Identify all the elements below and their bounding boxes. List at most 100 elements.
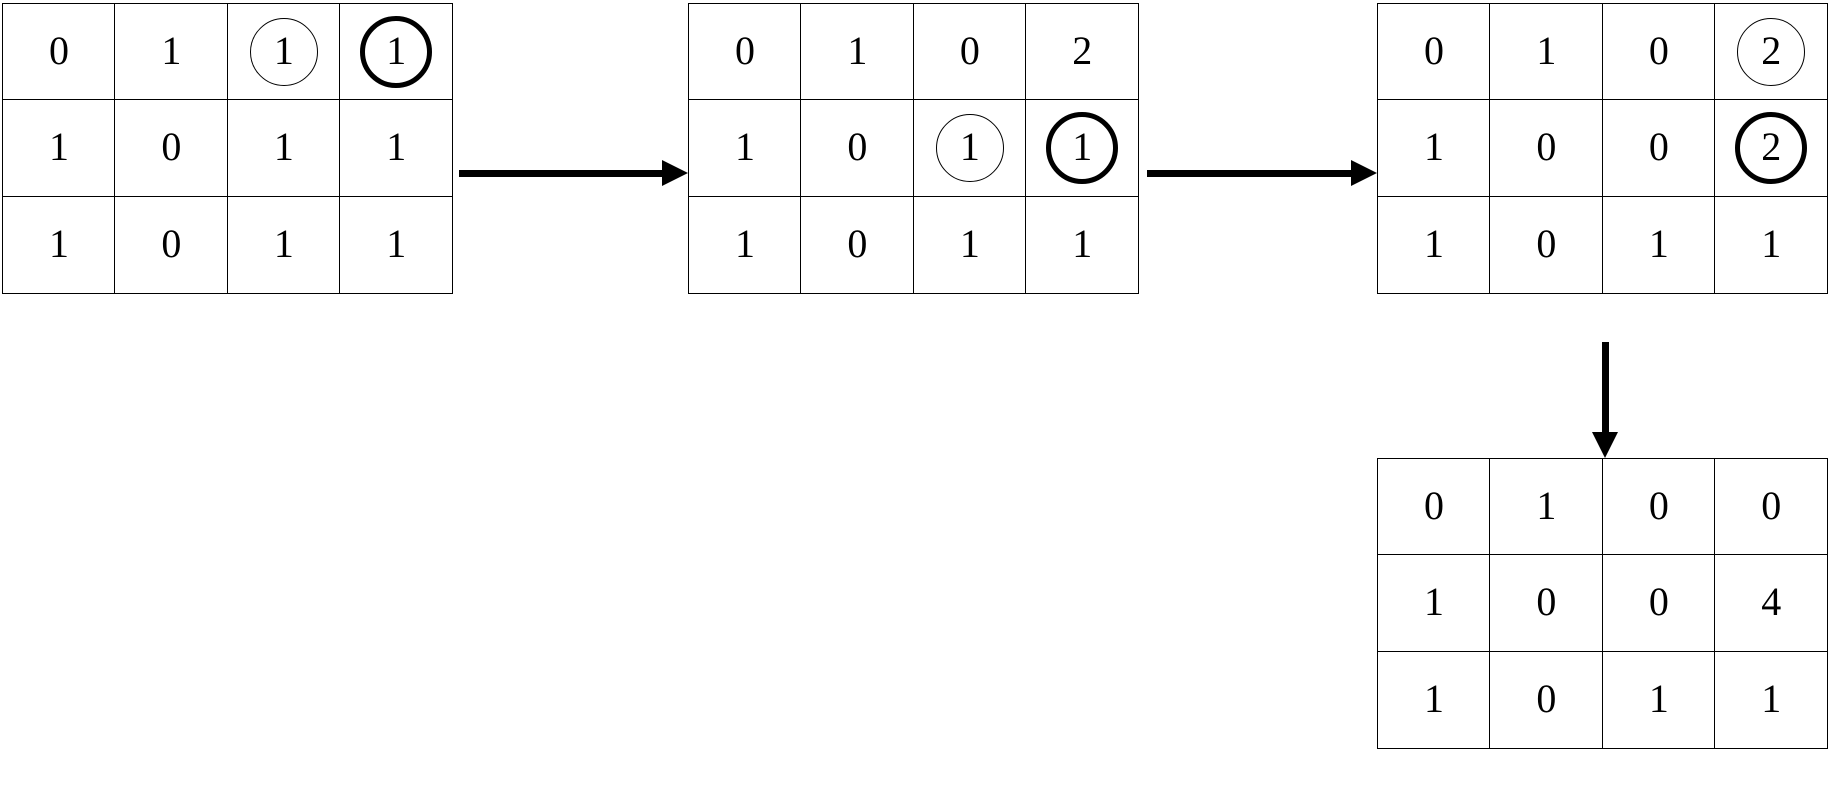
matrix-cell[interactable]: 1 — [1025, 99, 1140, 198]
matrix-cell[interactable]: 2 — [1714, 99, 1829, 198]
matrix-cell[interactable]: 0 — [1601, 99, 1716, 198]
matrix-row: 1 0 1 1 — [1377, 195, 1829, 294]
matrix-cell[interactable]: 1 — [226, 195, 341, 294]
matrix-cell[interactable]: 0 — [1377, 458, 1491, 556]
cell-value: 0 — [161, 124, 182, 170]
cell-value: 0 — [847, 220, 868, 266]
cell-value: 1 — [161, 28, 182, 73]
cell-value: 1 — [386, 124, 407, 170]
matrix-cell[interactable]: 4 — [1714, 554, 1829, 653]
matrix-cell[interactable]: 1 — [2, 195, 116, 294]
cell-value: 1 — [386, 220, 407, 266]
matrix-cell[interactable]: 1 — [1489, 3, 1604, 101]
cell-value: 1 — [1648, 220, 1669, 266]
arrow-head-icon — [1351, 160, 1377, 186]
bold-circle-highlight-icon — [360, 16, 433, 88]
matrix-cell[interactable]: 1 — [912, 195, 1027, 294]
cell-value: 1 — [273, 28, 294, 73]
matrix-row: 1 0 1 1 — [2, 99, 454, 198]
matrix-cell[interactable]: 0 — [1489, 195, 1604, 294]
matrix-cell[interactable]: 0 — [1601, 554, 1716, 653]
matrix-cell[interactable]: 1 — [912, 99, 1027, 198]
cell-value: 1 — [1072, 124, 1093, 170]
cell-value: 0 — [1424, 28, 1444, 73]
thin-circle-highlight-icon — [249, 18, 318, 86]
matrix-cell[interactable]: 0 — [2, 3, 116, 101]
matrix-cell[interactable]: 1 — [339, 195, 454, 294]
cell-value: 1 — [959, 124, 980, 170]
cell-value: 1 — [273, 124, 294, 170]
matrix-cell[interactable]: 1 — [339, 3, 454, 101]
matrix-cell[interactable]: 1 — [688, 195, 802, 294]
cell-value: 1 — [1424, 220, 1444, 266]
arrow-head-icon — [662, 160, 688, 186]
cell-value: 0 — [1648, 579, 1669, 625]
cell-value: 2 — [1761, 28, 1782, 73]
matrix-cell[interactable]: 1 — [1601, 650, 1716, 749]
cell-value: 1 — [735, 124, 755, 170]
matrix-row: 0 1 0 2 — [1377, 3, 1829, 101]
matrix-cell[interactable]: 1 — [226, 99, 341, 198]
cell-value: 1 — [1424, 124, 1444, 170]
cell-value: 1 — [1536, 483, 1557, 528]
matrix-cell[interactable]: 1 — [1714, 195, 1829, 294]
matrix-cell[interactable]: 1 — [1377, 99, 1491, 198]
cell-value: 1 — [1536, 28, 1557, 73]
cell-value: 0 — [847, 124, 868, 170]
matrix-cell[interactable]: 1 — [688, 99, 802, 198]
matrix-cell[interactable]: 1 — [114, 3, 229, 101]
matrix-cell[interactable]: 0 — [1601, 458, 1716, 556]
cell-value: 1 — [273, 220, 294, 266]
matrix-cell[interactable]: 1 — [339, 99, 454, 198]
matrix-cell[interactable]: 0 — [800, 195, 915, 294]
matrix-cell[interactable]: 0 — [1489, 99, 1604, 198]
matrix-cell[interactable]: 0 — [800, 99, 915, 198]
matrix-row: 1 0 1 1 — [688, 99, 1140, 198]
matrix-cell[interactable]: 1 — [1601, 195, 1716, 294]
matrix-cell[interactable]: 1 — [226, 3, 341, 101]
matrix-cell[interactable]: 0 — [912, 3, 1027, 101]
arrow-grid2-to-grid3 — [1147, 160, 1377, 186]
matrix-cell[interactable]: 2 — [1025, 3, 1140, 101]
cell-value: 0 — [959, 28, 980, 73]
matrix-cell[interactable]: 0 — [1601, 3, 1716, 101]
cell-value: 1 — [49, 124, 69, 170]
cell-value: 1 — [847, 28, 868, 73]
matrix-cell[interactable]: 1 — [1714, 650, 1829, 749]
matrix-cell[interactable]: 0 — [114, 195, 229, 294]
matrix-cell[interactable]: 0 — [1489, 554, 1604, 653]
cell-value: 0 — [1648, 124, 1669, 170]
cell-value: 1 — [1761, 220, 1782, 266]
cell-value: 0 — [1536, 124, 1557, 170]
cell-value: 0 — [1761, 483, 1782, 528]
cell-value: 0 — [1536, 579, 1557, 625]
cell-value: 0 — [1648, 28, 1669, 73]
arrow-shaft — [459, 169, 662, 177]
cell-value: 4 — [1761, 579, 1782, 625]
matrix-cell[interactable]: 0 — [114, 99, 229, 198]
matrix-cell[interactable]: 0 — [1377, 3, 1491, 101]
matrix-cell[interactable]: 1 — [1377, 554, 1491, 653]
bold-circle-highlight-icon — [1046, 112, 1119, 185]
matrix-cell[interactable]: 2 — [1714, 3, 1829, 101]
matrix-cell[interactable]: 0 — [1714, 458, 1829, 556]
matrix-cell[interactable]: 1 — [1377, 195, 1491, 294]
matrix-cell[interactable]: 1 — [1489, 458, 1604, 556]
matrix-cell[interactable]: 1 — [800, 3, 915, 101]
cell-value: 0 — [735, 28, 755, 73]
cell-value: 0 — [1536, 220, 1557, 266]
arrow-shaft — [1147, 169, 1351, 177]
arrow-head-icon — [1592, 432, 1618, 458]
matrix-cell[interactable]: 0 — [1489, 650, 1604, 749]
matrix-cell[interactable]: 1 — [2, 99, 116, 198]
matrix-cell[interactable]: 1 — [1025, 195, 1140, 294]
matrix-cell[interactable]: 1 — [1377, 650, 1491, 749]
arrow-grid1-to-grid2 — [459, 160, 688, 186]
matrix-cell[interactable]: 0 — [688, 3, 802, 101]
